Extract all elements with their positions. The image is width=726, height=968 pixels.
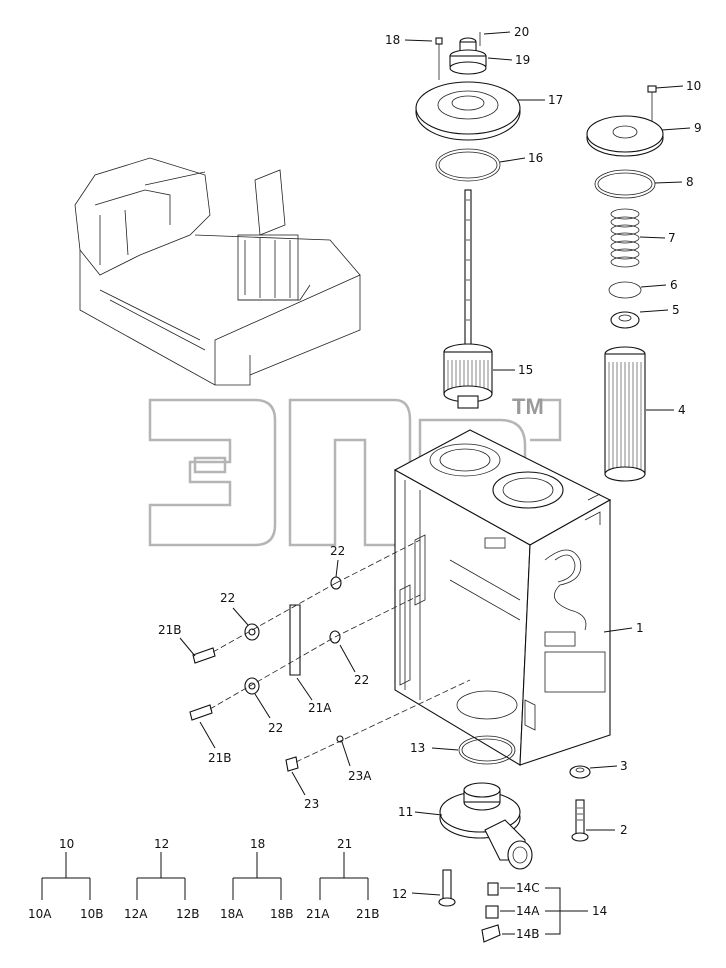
- callout-3: 3: [620, 759, 628, 773]
- callout-14c: 14C: [516, 881, 540, 895]
- callout-8: 8: [686, 175, 694, 189]
- callout-21b-lower: 21B: [208, 751, 232, 765]
- callout-14b: 14B: [516, 927, 540, 941]
- excavator-illustration: [74, 157, 361, 386]
- callout-9: 9: [694, 121, 702, 135]
- tree-21-child-b: 21B: [356, 907, 380, 921]
- breakdown-trees: 10 10A 10B 12 12A 12B 18 18A 18B 21 21A …: [28, 837, 380, 921]
- callout-4: 4: [678, 403, 686, 417]
- watermark-tm: TM: [512, 394, 544, 419]
- callout-11: 11: [398, 805, 413, 819]
- callout-labels: 18 20 19 17 16 10 9 8 7 6 5 15 4 1 22 22…: [158, 25, 702, 941]
- tree-10-child-a: 10A: [28, 907, 52, 921]
- callout-5: 5: [672, 303, 680, 317]
- callout-15: 15: [518, 363, 533, 377]
- callout-14: 14: [592, 904, 607, 918]
- leader-lines: [179, 31, 691, 935]
- callout-10: 10: [686, 79, 701, 93]
- callout-12: 12: [392, 887, 407, 901]
- callout-6: 6: [670, 278, 678, 292]
- return-filter-assembly: [586, 85, 664, 482]
- callout-23a: 23A: [348, 769, 372, 783]
- callout-19: 19: [515, 53, 530, 67]
- callout-22-mid-left: 22: [220, 591, 235, 605]
- tree-18-child-a: 18A: [220, 907, 244, 921]
- filler-cap-assembly: [415, 32, 521, 182]
- callout-22-lower: 22: [268, 721, 283, 735]
- mounting-hardware: [189, 539, 471, 772]
- tree-18-child-b: 18B: [270, 907, 294, 921]
- tree-10-child-b: 10B: [80, 907, 104, 921]
- callout-1: 1: [636, 621, 644, 635]
- callout-21b-upper: 21B: [158, 623, 182, 637]
- strainer-assembly: [443, 189, 493, 409]
- tree-12-parent: 12: [154, 837, 169, 851]
- tree-21-parent: 21: [337, 837, 352, 851]
- tree-10-parent: 10: [59, 837, 74, 851]
- callout-14a: 14A: [516, 904, 540, 918]
- callout-16: 16: [528, 151, 543, 165]
- tree-12: 12 12A 12B: [124, 837, 200, 921]
- callout-13: 13: [410, 741, 425, 755]
- hydraulic-tank: [393, 429, 612, 766]
- callout-7: 7: [668, 231, 676, 245]
- tree-18-parent: 18: [250, 837, 265, 851]
- callout-21a: 21A: [308, 701, 332, 715]
- tree-21: 21 21A 21B: [306, 837, 380, 921]
- callout-2: 2: [620, 823, 628, 837]
- tree-18: 18 18A 18B: [220, 837, 294, 921]
- callout-18: 18: [385, 33, 400, 47]
- callout-20: 20: [514, 25, 529, 39]
- callout-22-top: 22: [330, 544, 345, 558]
- callout-23: 23: [304, 797, 319, 811]
- callout-22-mid-right: 22: [354, 673, 369, 687]
- drain-assembly: [438, 735, 591, 943]
- tree-12-child-a: 12A: [124, 907, 148, 921]
- tree-12-child-b: 12B: [176, 907, 200, 921]
- tree-21-child-a: 21A: [306, 907, 330, 921]
- tree-10: 10 10A 10B: [28, 837, 104, 921]
- callout-17: 17: [548, 93, 563, 107]
